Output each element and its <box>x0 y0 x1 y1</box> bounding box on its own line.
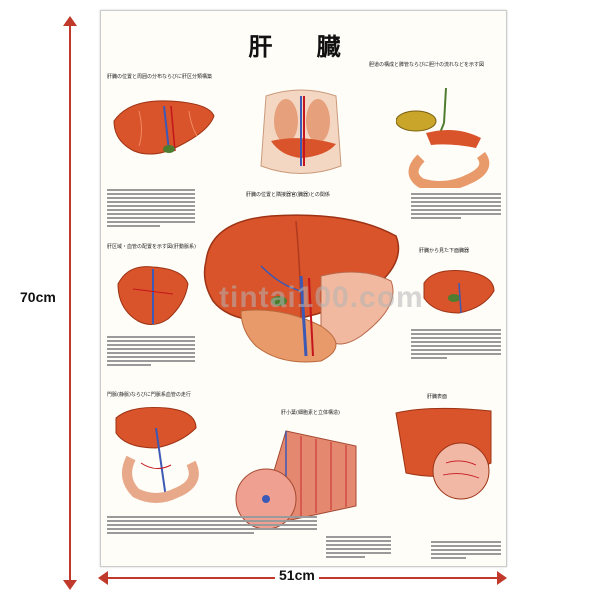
credits-block <box>326 536 391 560</box>
text-block-right-2 <box>411 329 501 361</box>
arrow-down-icon <box>63 580 77 590</box>
text-block-right-1 <box>411 193 501 221</box>
caption-lower-right: 肝臓表面 <box>427 394 448 400</box>
arrow-left-icon <box>98 571 108 585</box>
liver-underside-figure <box>423 270 495 314</box>
hepatic-lobule-figure <box>235 430 357 530</box>
height-label: 70cm <box>20 287 56 307</box>
height-dimension-line <box>69 18 71 588</box>
text-block-left-2 <box>107 336 195 368</box>
liver-overview-figure <box>113 100 215 155</box>
caption-lower-left: 門脈(静脈)ならびに門脈系血管の走行 <box>107 392 191 398</box>
main-liver-figure <box>203 214 400 363</box>
arrow-up-icon <box>63 16 77 26</box>
publisher-block <box>431 541 501 561</box>
width-label: 51cm <box>275 567 319 583</box>
text-block-left-1 <box>107 189 195 229</box>
anatomy-poster: 肝 臓 肝臓の位置と周囲の分布ならびに肝区分類構築 胆道の構成と膵管ならびに胆汁… <box>100 10 507 567</box>
portal-vein-figure <box>115 407 199 503</box>
caption-upper-left: 肝臓の位置と周囲の分布ならびに肝区分類構築 <box>107 74 213 80</box>
caption-center: 肝臓の位置と隣接器官(臓器)との関係 <box>246 192 330 198</box>
watermark: tintai100.com <box>219 281 424 314</box>
liver-surface-figure <box>395 407 492 500</box>
torso-organs-figure <box>260 89 342 174</box>
caption-mid-right: 肝臓から見た下面臓器 <box>419 248 470 254</box>
bile-duct-figure <box>396 87 490 188</box>
arrow-right-icon <box>497 571 507 585</box>
height-dimension-arrow <box>63 16 77 590</box>
caption-upper-right: 胆道の構成と膵管ならびに胆汁の流れなどを示す図 <box>369 62 485 68</box>
caption-lower-center: 肝小葉(細胞素と立体構造) <box>281 410 340 416</box>
text-block-bottom <box>107 516 317 536</box>
liver-segments-figure <box>117 266 189 325</box>
caption-mid-left: 肝区域・血管の配置を示す図(肝動脈系) <box>107 244 196 250</box>
poster-title: 肝 臓 <box>248 32 359 61</box>
